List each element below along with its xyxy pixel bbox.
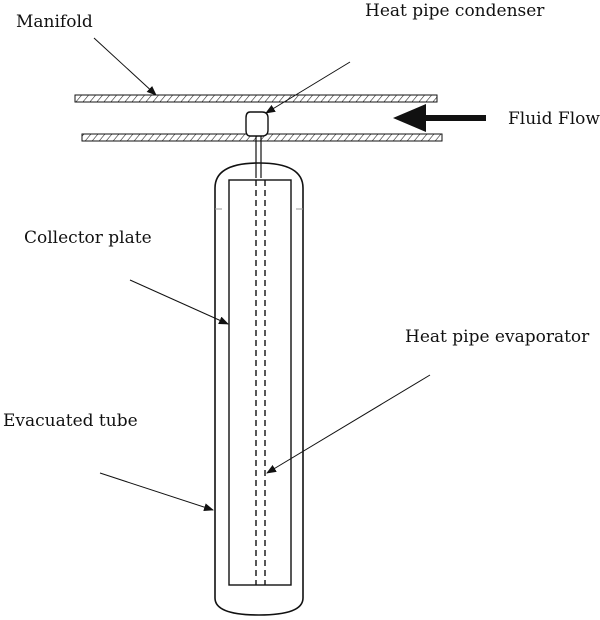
condenser-label: Heat pipe condenser bbox=[365, 1, 545, 21]
condenser-bulb bbox=[245, 111, 269, 137]
collector-plate-leader bbox=[129, 279, 229, 325]
condenser-leader bbox=[265, 61, 351, 114]
manifold-label: Manifold bbox=[16, 12, 93, 32]
evacuated-tube-leader bbox=[99, 472, 214, 512]
evaporator-label: Heat pipe evaporator bbox=[405, 327, 590, 347]
manifold-top-plate bbox=[74, 94, 438, 103]
collector-plate-body bbox=[228, 179, 292, 586]
evaporator-leader bbox=[266, 374, 431, 474]
fluid-flow-label: Fluid Flow bbox=[508, 109, 600, 129]
fluid-flow-arrowhead bbox=[393, 104, 426, 132]
evacuated-tube-outer bbox=[214, 162, 304, 616]
manifold-leader bbox=[93, 37, 157, 96]
evacuated-tube-label: Evacuated tube bbox=[3, 411, 138, 431]
collector-plate-label: Collector plate bbox=[24, 228, 152, 248]
